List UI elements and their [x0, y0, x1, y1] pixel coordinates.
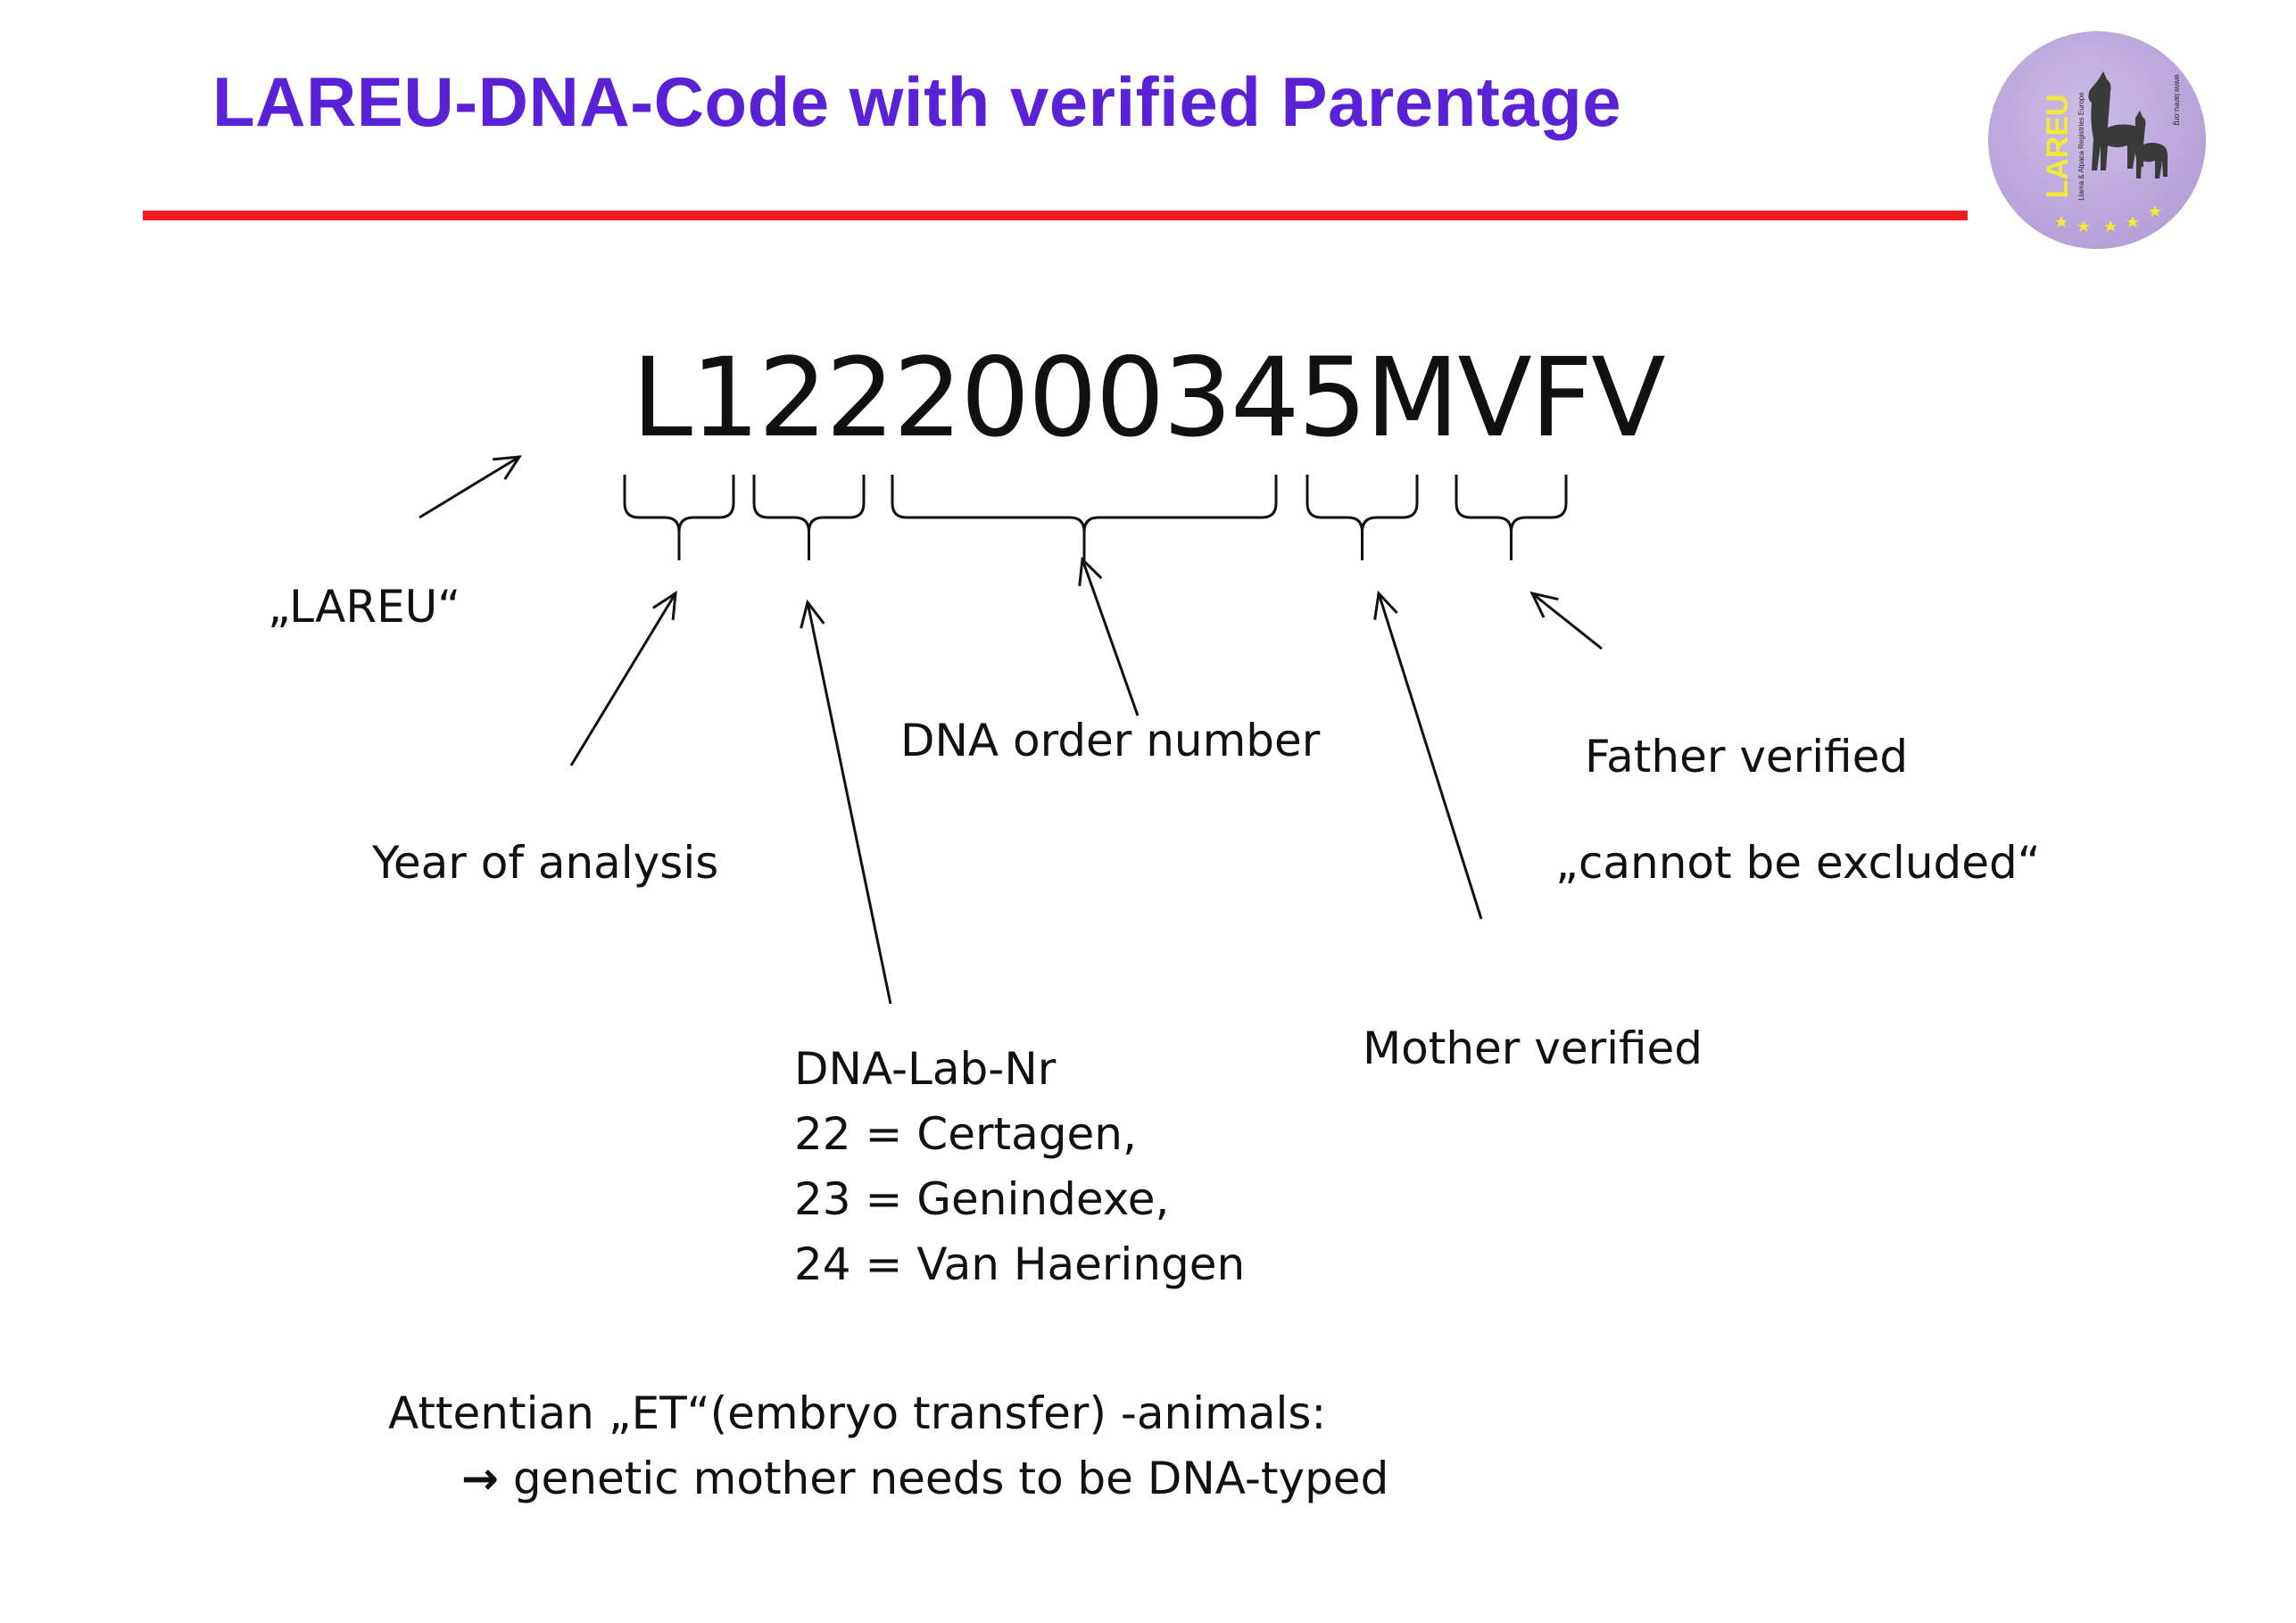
dna-code: L1222000345MVFV [632, 335, 1666, 461]
brace-lab [752, 475, 866, 560]
lab-list-line: 22 = Certagen, [794, 1108, 1137, 1160]
logo-text: LAREU [2041, 94, 2075, 198]
et-note: Attentian „ET“(embryo transfer) -animals… [388, 1381, 1388, 1511]
arrow-mother [1377, 592, 1483, 920]
dna-lab-list: DNA-Lab-Nr 22 = Certagen, 23 = Genindexe… [794, 1037, 1245, 1297]
label-cannot-be-excluded: „cannot be excluded“ [1555, 837, 2041, 889]
et-note-line-2: → genetic mother needs to be DNA-typed [388, 1446, 1388, 1511]
arrow-right-icon: → [461, 1453, 499, 1504]
arrow-lareu-head [492, 455, 522, 480]
arrow-mother-head [1373, 590, 1398, 620]
arrow-lab [806, 601, 892, 1005]
lab-list-line: 23 = Genindexe, [794, 1173, 1170, 1225]
label-lareu: „LAREU“ [268, 581, 461, 633]
arrow-order [1081, 559, 1140, 716]
arrow-order-head [1078, 556, 1103, 586]
label-mother-verified: Mother verified [1363, 1023, 1703, 1074]
llama-alpaca-logo-icon: LAREU Llama & Alpaca Registries Europe w… [1988, 31, 2206, 249]
arrow-father-head [1529, 591, 1559, 618]
arrow-year [569, 592, 677, 766]
brace-father [1455, 475, 1568, 560]
arrow-lareu [419, 455, 520, 519]
logo-subtitle: Llama & Alpaca Registries Europe [2077, 92, 2085, 201]
label-year-of-analysis: Year of analysis [372, 837, 719, 889]
et-note-line: Attentian „ET“(embryo transfer) -animals… [388, 1387, 1327, 1439]
title-underline [143, 211, 1968, 220]
arrow-lab-head [800, 599, 825, 629]
label-dna-order-number: DNA order number [900, 715, 1321, 766]
brace-order [891, 475, 1278, 560]
llama-silhouette-icon [2088, 71, 2168, 178]
logo-stars-icon [2055, 205, 2161, 232]
lab-list-line: 24 = Van Haeringen [794, 1238, 1246, 1290]
arrow-year-head [652, 591, 677, 621]
slide-title: LAREU-DNA-Code with verified Parentage [212, 62, 1622, 141]
label-father-verified: Father verified [1585, 731, 1909, 783]
lab-list-line: DNA-Lab-Nr [794, 1043, 1057, 1095]
arrow-father [1531, 592, 1603, 650]
brace-year [623, 475, 735, 560]
logo-url: www.lareu.org [2173, 73, 2182, 125]
et-note-text: genetic mother needs to be DNA-typed [512, 1453, 1389, 1504]
brace-mother [1305, 475, 1419, 560]
